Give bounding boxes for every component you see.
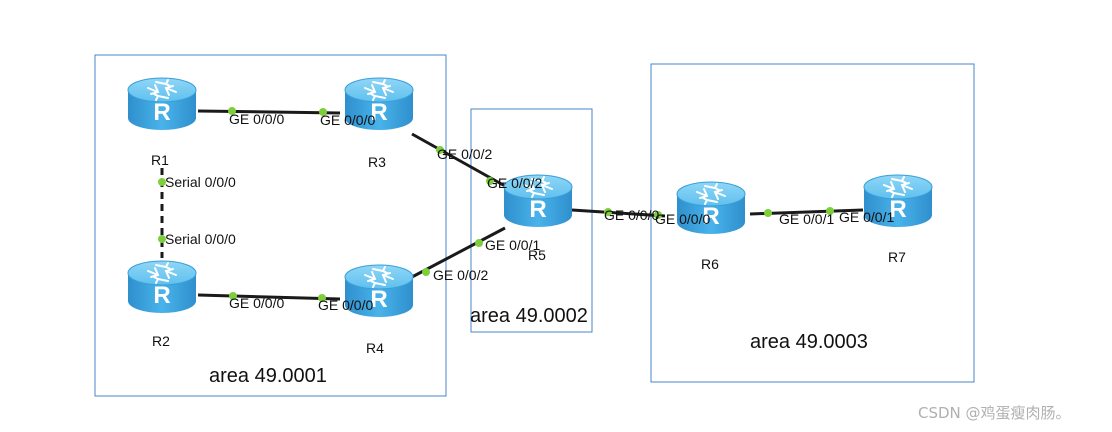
watermark: CSDN @鸡蛋瘦肉肠。 (918, 404, 1071, 422)
port-dot (654, 211, 662, 219)
interface-label: GE 0/0/0 (655, 211, 710, 227)
area-label-49-0001: area 49.0001 (209, 365, 327, 387)
interface-label: Serial 0/0/0 (165, 174, 236, 190)
router-label-r3: R3 (368, 154, 386, 170)
router-icon[interactable] (127, 260, 197, 314)
link-r2-r4 (197, 293, 341, 301)
port-dot (436, 146, 444, 154)
port-dot (228, 107, 236, 115)
port-dot (229, 292, 237, 300)
port-dot (158, 235, 166, 243)
router-label-r7: R7 (888, 249, 906, 265)
port-dot (764, 209, 772, 217)
interface-label: GE 0/0/2 (437, 146, 492, 162)
router-label-r6: R6 (701, 256, 719, 272)
interface-label: GE 0/0/1 (839, 209, 894, 225)
interface-label: Serial 0/0/0 (165, 231, 236, 247)
link-r5-r6 (571, 208, 666, 218)
router-label-r5: R5 (528, 247, 546, 263)
router-icon[interactable] (127, 77, 197, 131)
interface-label: GE 0/0/0 (604, 207, 659, 223)
port-dot (604, 208, 612, 216)
interface-label: GE 0/0/0 (320, 112, 375, 128)
port-dot (826, 207, 834, 215)
interface-label: GE 0/0/0 (318, 297, 373, 313)
port-dot (158, 178, 166, 186)
port-dot (486, 177, 494, 185)
port-dot (319, 108, 327, 116)
port-dot (475, 239, 483, 247)
area-box-49-0001 (94, 54, 447, 397)
port-dot (318, 294, 326, 302)
interface-label: GE 0/0/1 (485, 237, 540, 253)
interface-label: GE 0/0/2 (433, 267, 488, 283)
area-label-49-0003: area 49.0003 (750, 331, 868, 353)
area-box-49-0002 (470, 108, 593, 333)
router-label-r4: R4 (366, 340, 384, 356)
link-r1-r3 (197, 109, 341, 115)
interface-label: GE 0/0/2 (487, 175, 542, 191)
router-label-r1: R1 (151, 152, 169, 168)
interface-label: GE 0/0/0 (229, 111, 284, 127)
port-dot (422, 268, 430, 276)
area-box-49-0003 (650, 63, 975, 383)
router-label-r2: R2 (152, 333, 170, 349)
interface-label: GE 0/0/1 (779, 211, 834, 227)
area-label-49-0002: area 49.0002 (470, 305, 588, 327)
interface-label: GE 0/0/0 (229, 295, 284, 311)
